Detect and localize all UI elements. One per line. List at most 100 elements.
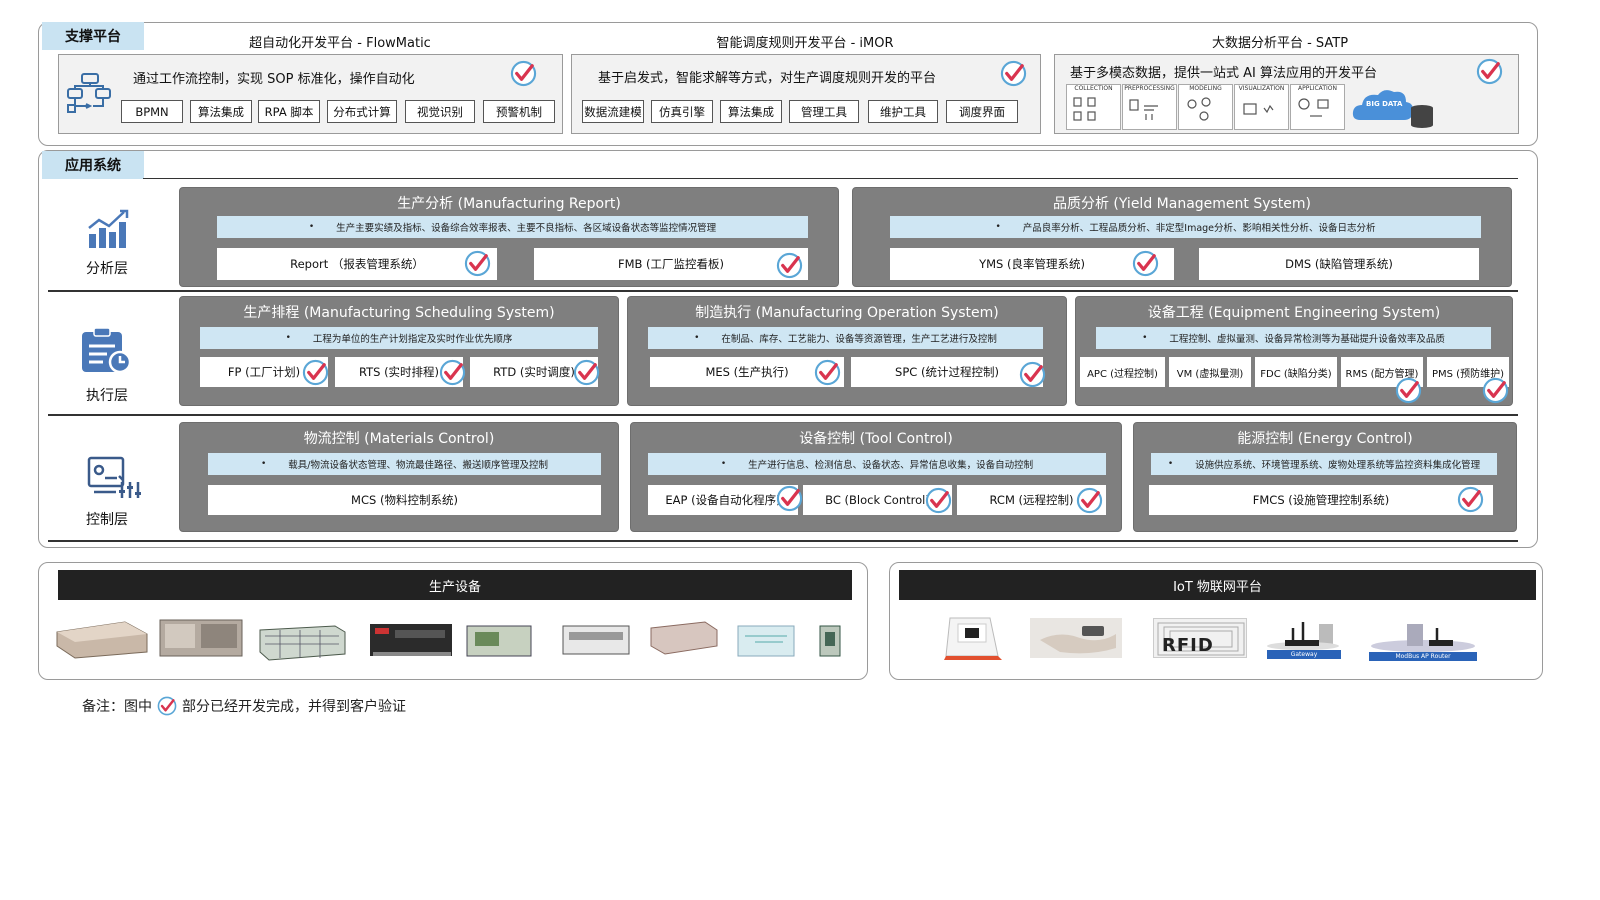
system-eap: EAP (设备自动化程序) — [648, 485, 798, 515]
tag-dataflow: 数据流建模 — [582, 100, 644, 123]
module-equipment-engineering: 设备工程 (Equipment Engineering System) •工程控… — [1075, 296, 1513, 406]
module-title: 制造执行 (Manufacturing Operation System) — [695, 305, 999, 321]
note-prefix: 备注：图中 — [82, 699, 152, 715]
module-desc: •设施供应系统、环境管理系统、废物处理系统等监控资料集成化管理 — [1151, 453, 1497, 475]
check-icon — [1132, 250, 1159, 277]
support-platform-tab: 支撑平台 — [42, 22, 144, 50]
system-fmcs: FMCS (设施管理控制系统) — [1149, 485, 1493, 515]
production-equipment-images — [56, 619, 841, 661]
tag-bpmn: BPMN — [121, 100, 183, 123]
pipeline-modeling — [1178, 84, 1233, 130]
tag-vision: 视觉识别 — [405, 100, 475, 123]
check-icon — [1476, 58, 1503, 85]
pipeline-visualization — [1234, 84, 1289, 130]
module-title: 能源控制 (Energy Control) — [1237, 431, 1413, 447]
system-rtd: RTD (实时调度) — [470, 357, 598, 387]
module-title: 生产排程 (Manufacturing Scheduling System) — [243, 305, 555, 321]
system-spc: SPC (统计过程控制) — [851, 357, 1043, 387]
module-title: 品质分析 (Yield Management System) — [1052, 196, 1312, 212]
divider — [48, 414, 1518, 416]
layer-analysis: 分析层 — [86, 261, 128, 277]
tag-algo2: 算法集成 — [720, 100, 782, 123]
system-yms: YMS (良率管理系统) — [890, 248, 1174, 280]
check-icon — [776, 485, 803, 512]
module-desc: •产品良率分析、工程品质分析、非定型Image分析、影响相关性分析、设备日志分析 — [890, 216, 1481, 238]
tag-mgmt: 管理工具 — [789, 100, 859, 123]
gateway-label: Gateway — [1267, 650, 1341, 659]
clipboard-icon — [80, 326, 134, 374]
system-mcs: MCS (物料控制系统) — [208, 485, 601, 515]
divider — [143, 178, 1518, 179]
check-icon — [1019, 361, 1046, 388]
module-desc: •载具/物流设备状态管理、物流最佳路径、搬送顺序管理及控制 — [208, 453, 601, 475]
check-icon — [814, 359, 841, 386]
check-icon — [439, 359, 466, 386]
router-label: ModBus AP Router — [1369, 652, 1477, 661]
tag-schedule-ui: 调度界面 — [946, 100, 1018, 123]
tag-sim: 仿真引擎 — [651, 100, 713, 123]
check-icon — [573, 359, 600, 386]
system-dms: DMS (缺陷管理系统) — [1199, 248, 1479, 280]
bigdata-cloud-icon: BIG DATA — [1350, 86, 1435, 130]
check-icon — [1000, 60, 1027, 87]
layer-control: 控制层 — [86, 512, 128, 528]
pipeline-collection — [1066, 84, 1121, 130]
pipeline-head: VISUALIZATION — [1238, 85, 1285, 92]
legend-note: 备注：图中 部分已经开发完成，并得到客户验证 — [82, 694, 406, 718]
pipeline-head: MODELING — [1189, 85, 1222, 92]
module-desc: •工程为单位的生产计划指定及实时作业优先顺序 — [200, 327, 598, 349]
module-title: 生产分析 (Manufacturing Report) — [397, 196, 621, 212]
module-title: 设备控制 (Tool Control) — [799, 431, 953, 447]
module-energy-control: 能源控制 (Energy Control) •设施供应系统、环境管理系统、废物处… — [1133, 422, 1517, 532]
divider — [48, 540, 1518, 542]
imor-title: 智能调度规则开发平台 - iMOR — [716, 36, 894, 51]
system-fmb: FMB (工厂监控看板) — [534, 248, 808, 280]
layer-execution: 执行层 — [86, 388, 128, 404]
module-title: 物流控制 (Materials Control) — [303, 431, 495, 447]
check-icon — [1482, 377, 1509, 404]
tag-maint: 维护工具 — [868, 100, 938, 123]
check-icon — [510, 60, 537, 87]
module-desc: •生产主要实绩及指标、设备综合效率报表、主要不良指标、各区域设备状态等监控情况管… — [217, 216, 808, 238]
module-desc: •工程控制、虚拟量测、设备异常检测等为基础提升设备效率及品质 — [1096, 327, 1491, 349]
tag-distributed: 分布式计算 — [327, 100, 397, 123]
pipeline-head: COLLECTION — [1074, 85, 1113, 92]
flowmatic-desc: 通过工作流控制，实现 SOP 标准化，操作自动化 — [133, 72, 415, 87]
module-desc: •在制品、库存、工艺能力、设备等资源管理，生产工艺进行及控制 — [648, 327, 1043, 349]
check-icon — [1076, 487, 1103, 514]
module-materials-control: 物流控制 (Materials Control) •载具/物流设备状态管理、物流… — [179, 422, 619, 532]
note-suffix: 部分已经开发完成，并得到客户验证 — [182, 699, 406, 715]
handheld-scan-photo — [1030, 618, 1122, 658]
bigdata-label: BIG DATA — [1366, 100, 1403, 108]
satp-desc: 基于多模态数据，提供一站式 AI 算法应用的开发平台 — [1070, 66, 1377, 81]
equipment-title: 生产设备 — [58, 570, 852, 600]
system-report: Report （报表管理系统） — [217, 248, 497, 280]
bar-chart-icon — [86, 208, 132, 250]
iot-title: IoT 物联网平台 — [899, 570, 1536, 600]
system-apc: APC (过程控制) — [1080, 357, 1165, 387]
module-manufacturing-scheduling: 生产排程 (Manufacturing Scheduling System) •… — [179, 296, 619, 406]
app-system-tab: 应用系统 — [42, 151, 144, 179]
tag-algo: 算法集成 — [190, 100, 252, 123]
check-icon — [776, 252, 803, 279]
tag-rpa: RPA 脚本 — [258, 100, 320, 123]
system-mes: MES (生产执行) — [650, 357, 844, 387]
router-device: ModBus AP Router — [1363, 620, 1481, 662]
workflow-icon — [66, 72, 114, 116]
pipeline-head: PREPROCESSING — [1124, 85, 1175, 92]
check-icon — [925, 487, 952, 514]
system-vm: VM (虚拟量测) — [1169, 357, 1251, 387]
check-icon — [157, 696, 177, 716]
module-desc: •生产进行信息、检测信息、设备状态、异常信息收集，设备自动控制 — [648, 453, 1106, 475]
imor-desc: 基于启发式，智能求解等方式，对生产调度规则开发的平台 — [598, 71, 937, 86]
gateway-device: Gateway — [1263, 618, 1345, 660]
pipeline-preprocessing — [1122, 84, 1177, 130]
tag-alert: 预警机制 — [483, 100, 555, 123]
module-manufacturing-report: 生产分析 (Manufacturing Report) •生产主要实绩及指标、设… — [179, 187, 839, 287]
check-icon — [464, 250, 491, 277]
divider — [48, 290, 1518, 292]
pipeline-head: APPLICATION — [1298, 85, 1337, 92]
satp-title: 大数据分析平台 - SATP — [1211, 36, 1349, 51]
control-panel-icon — [86, 456, 142, 500]
module-tool-control: 设备控制 (Tool Control) •生产进行信息、检测信息、设备状态、异常… — [630, 422, 1122, 532]
